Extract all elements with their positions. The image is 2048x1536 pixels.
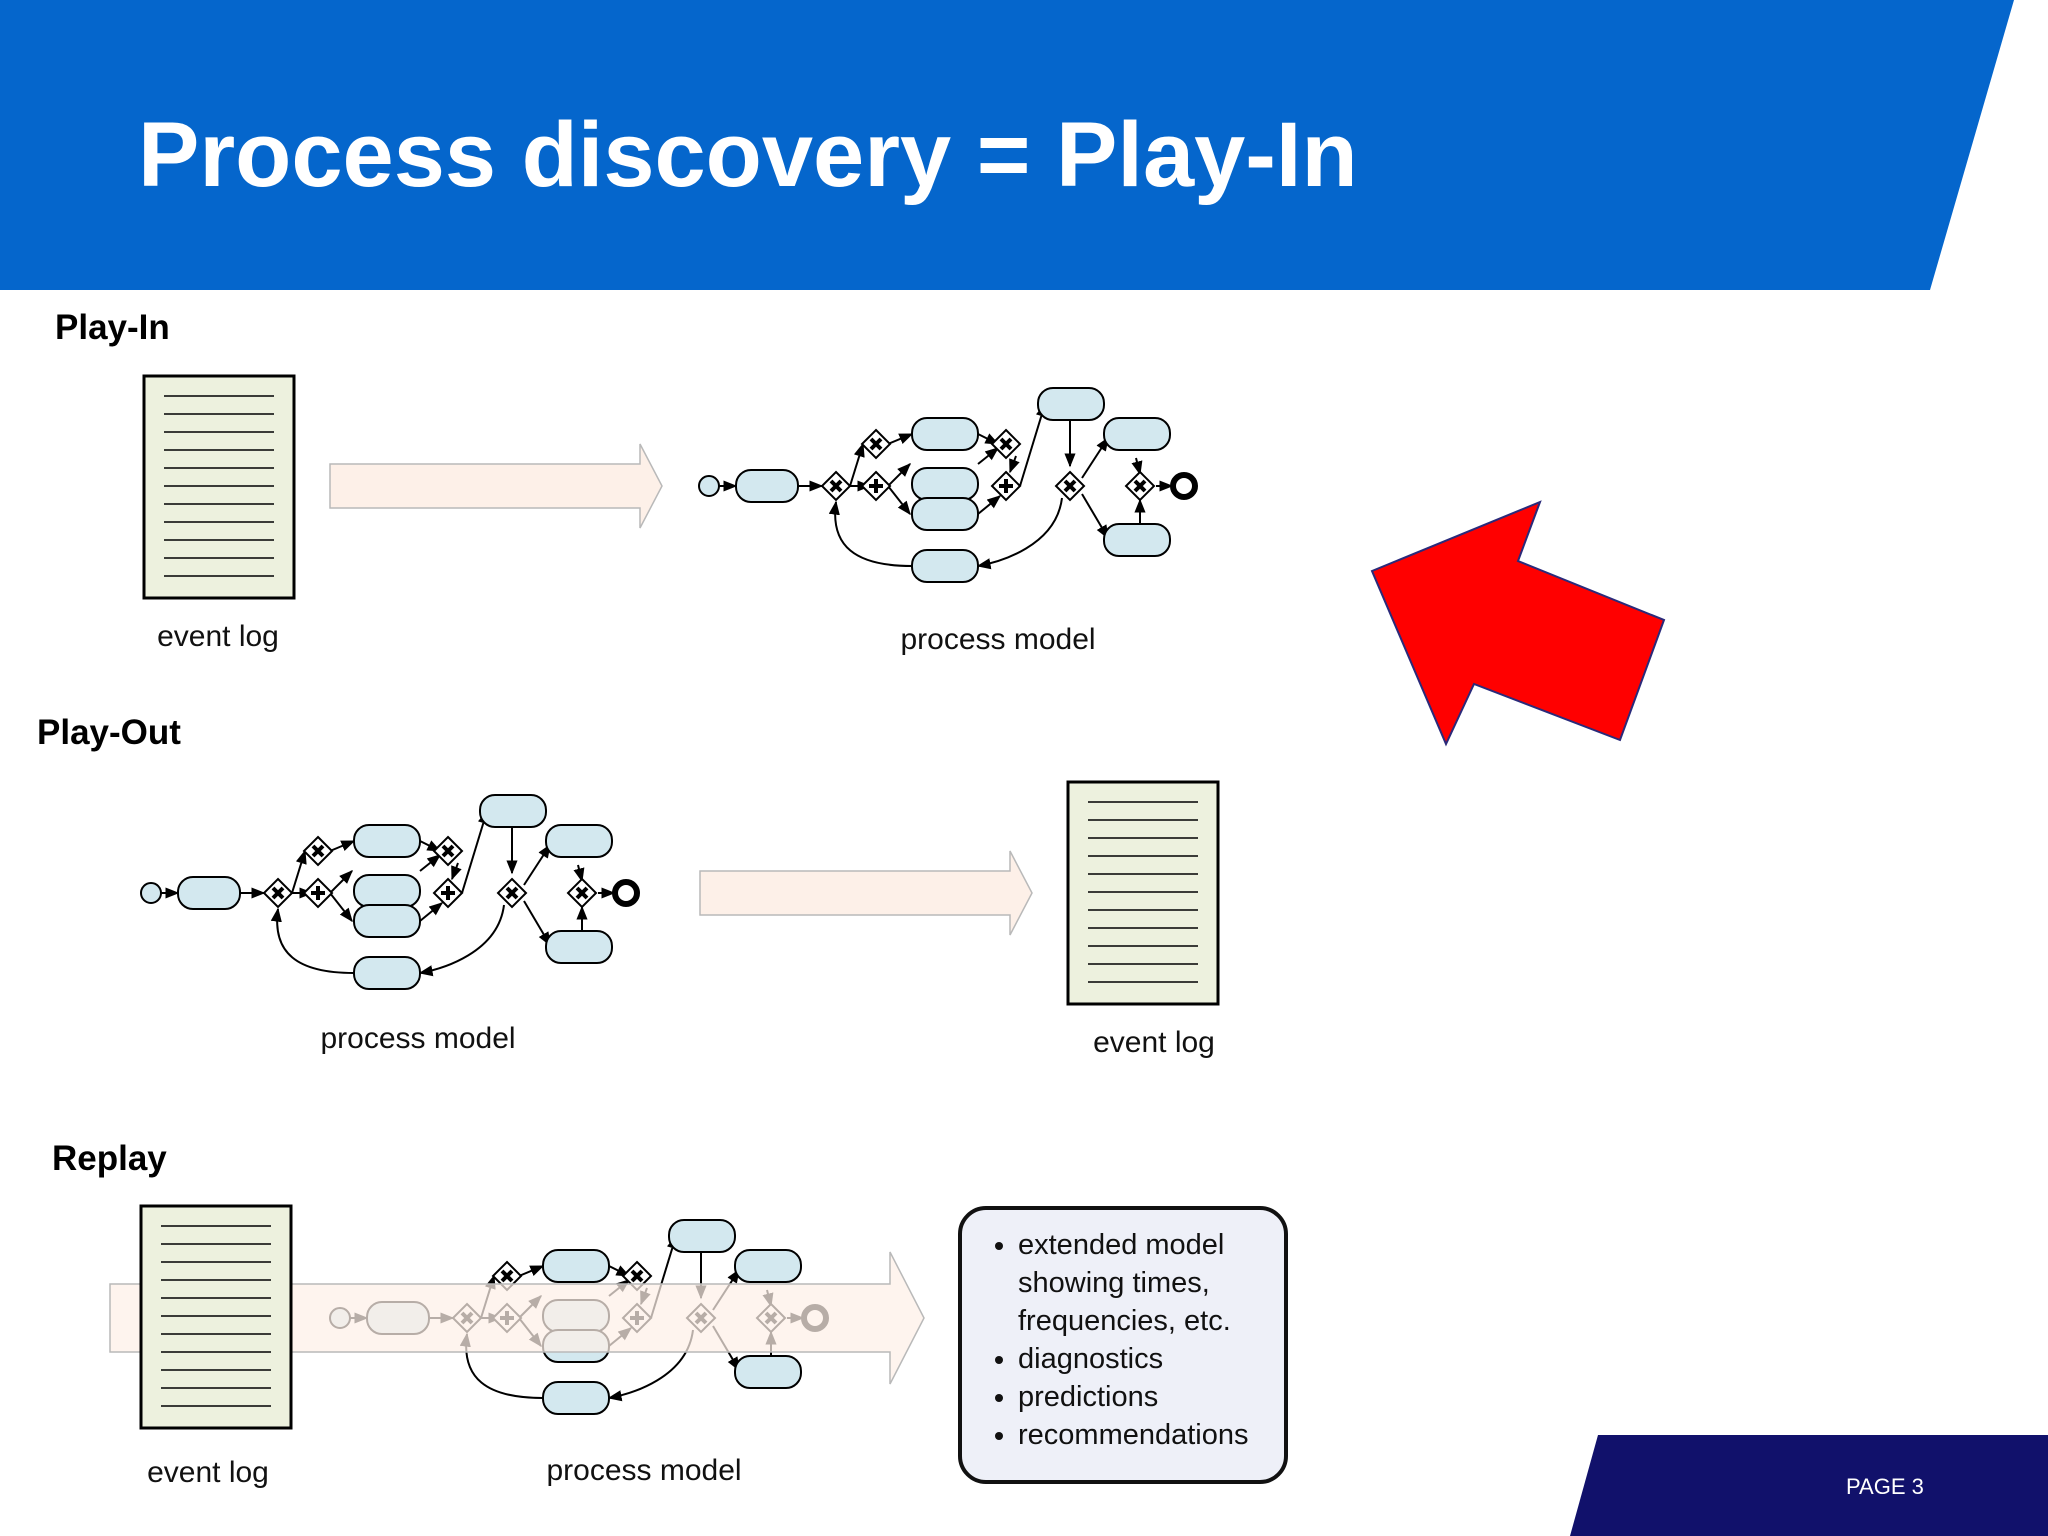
play-out-label: Play-Out: [37, 713, 181, 752]
replay-event-log-icon: [139, 1204, 293, 1430]
results-list: extended model showing times, frequencie…: [962, 1210, 1284, 1454]
result-item: diagnostics: [1018, 1340, 1284, 1378]
replay-model-caption: process model: [546, 1454, 742, 1487]
play-in-target-caption: process model: [900, 623, 1096, 656]
result-item: extended model showing times, frequencie…: [1018, 1226, 1284, 1340]
slide-title: Process discovery = Play-In: [138, 104, 1358, 206]
highlight-arrow-icon: [1370, 500, 1666, 747]
footer-bar: [1570, 1435, 2048, 1536]
replay-log-caption: event log: [147, 1456, 269, 1489]
play-out-process-model-diagram: [141, 795, 637, 989]
replay-label: Replay: [52, 1139, 167, 1178]
page-number: PAGE 3: [1846, 1474, 1924, 1499]
play-out-event-log-icon: [1066, 780, 1220, 1006]
play-out-target-caption: event log: [1093, 1026, 1215, 1059]
play-in-source-caption: event log: [157, 620, 279, 653]
replay-results-box: extended model showing times, frequencie…: [958, 1206, 1288, 1484]
result-item: recommendations: [1018, 1416, 1284, 1454]
play-in-label: Play-In: [55, 308, 170, 347]
title-banner: [0, 0, 2014, 290]
result-item: predictions: [1018, 1378, 1284, 1416]
play-in-event-log-icon: [142, 374, 296, 600]
play-in-process-model-diagram: [699, 388, 1195, 582]
play-out-flow-arrow-icon: [699, 850, 1033, 936]
play-out-source-caption: process model: [320, 1022, 516, 1055]
play-in-flow-arrow-icon: [329, 443, 663, 529]
